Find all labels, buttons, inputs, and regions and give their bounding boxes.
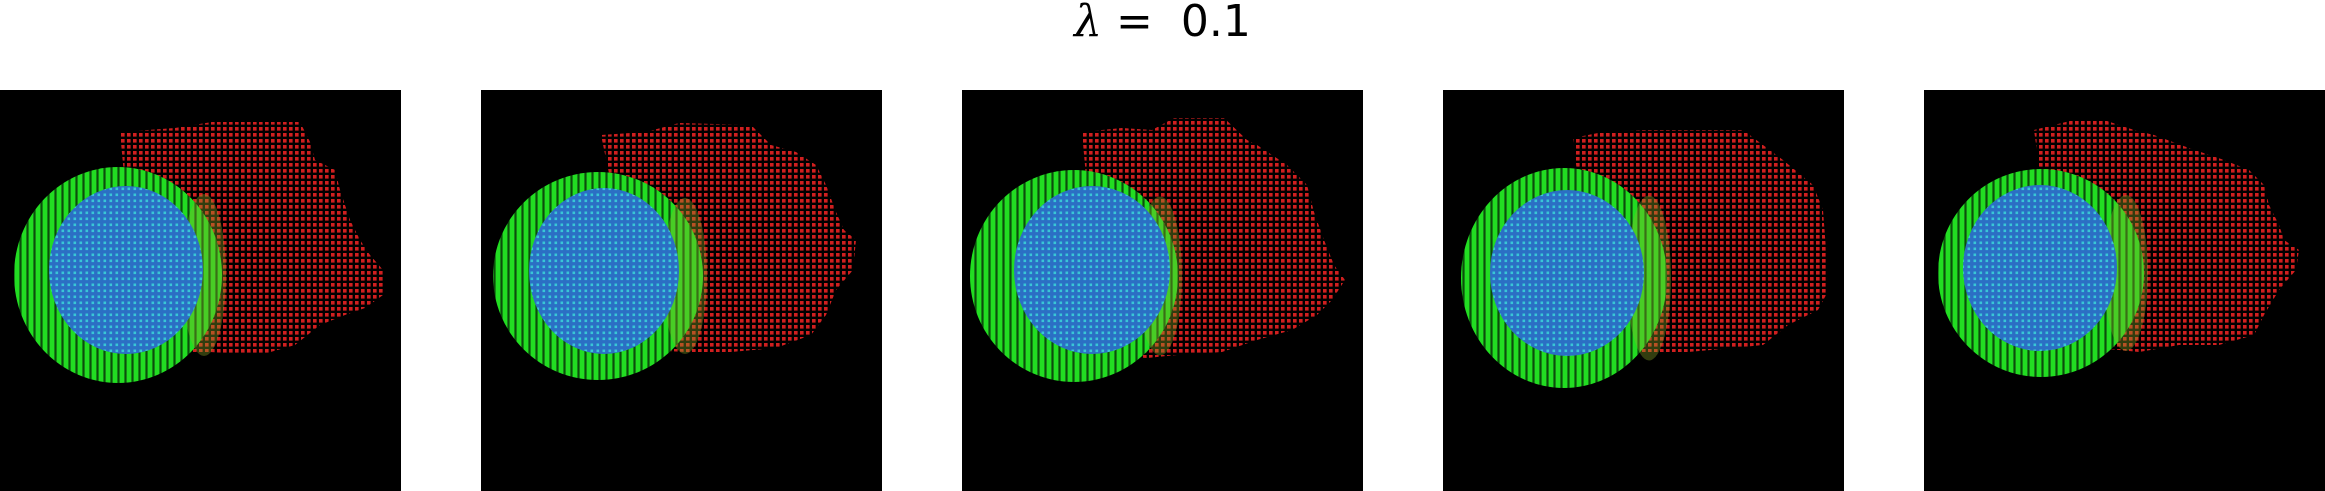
segmentation-image-4 [1443, 90, 1844, 491]
segmentation-panel-2 [481, 90, 882, 491]
figure-title: λ = 0.1 [0, 0, 2325, 44]
lambda-value: 0.1 [1180, 0, 1251, 47]
lambda-symbol: λ [1074, 0, 1103, 47]
blue-region [1490, 190, 1644, 356]
segmentation-image-5 [1924, 90, 2325, 491]
segmentation-panel-1 [0, 90, 401, 491]
overlap-region [663, 198, 707, 354]
segmentation-panel-4 [1443, 90, 1844, 491]
overlap-region [1627, 195, 1671, 361]
blue-region [1014, 186, 1170, 354]
overlap-region [2104, 195, 2148, 351]
segmentation-image-2 [481, 90, 882, 491]
blue-region [1963, 185, 2117, 351]
segmentation-panel-3 [962, 90, 1363, 491]
segmentation-image-3 [962, 90, 1363, 491]
blue-region [49, 186, 203, 354]
segmentation-panel-5 [1924, 90, 2325, 491]
blue-region [529, 188, 679, 354]
segmentation-image-1 [0, 90, 401, 491]
title-equals: = [1102, 0, 1181, 47]
